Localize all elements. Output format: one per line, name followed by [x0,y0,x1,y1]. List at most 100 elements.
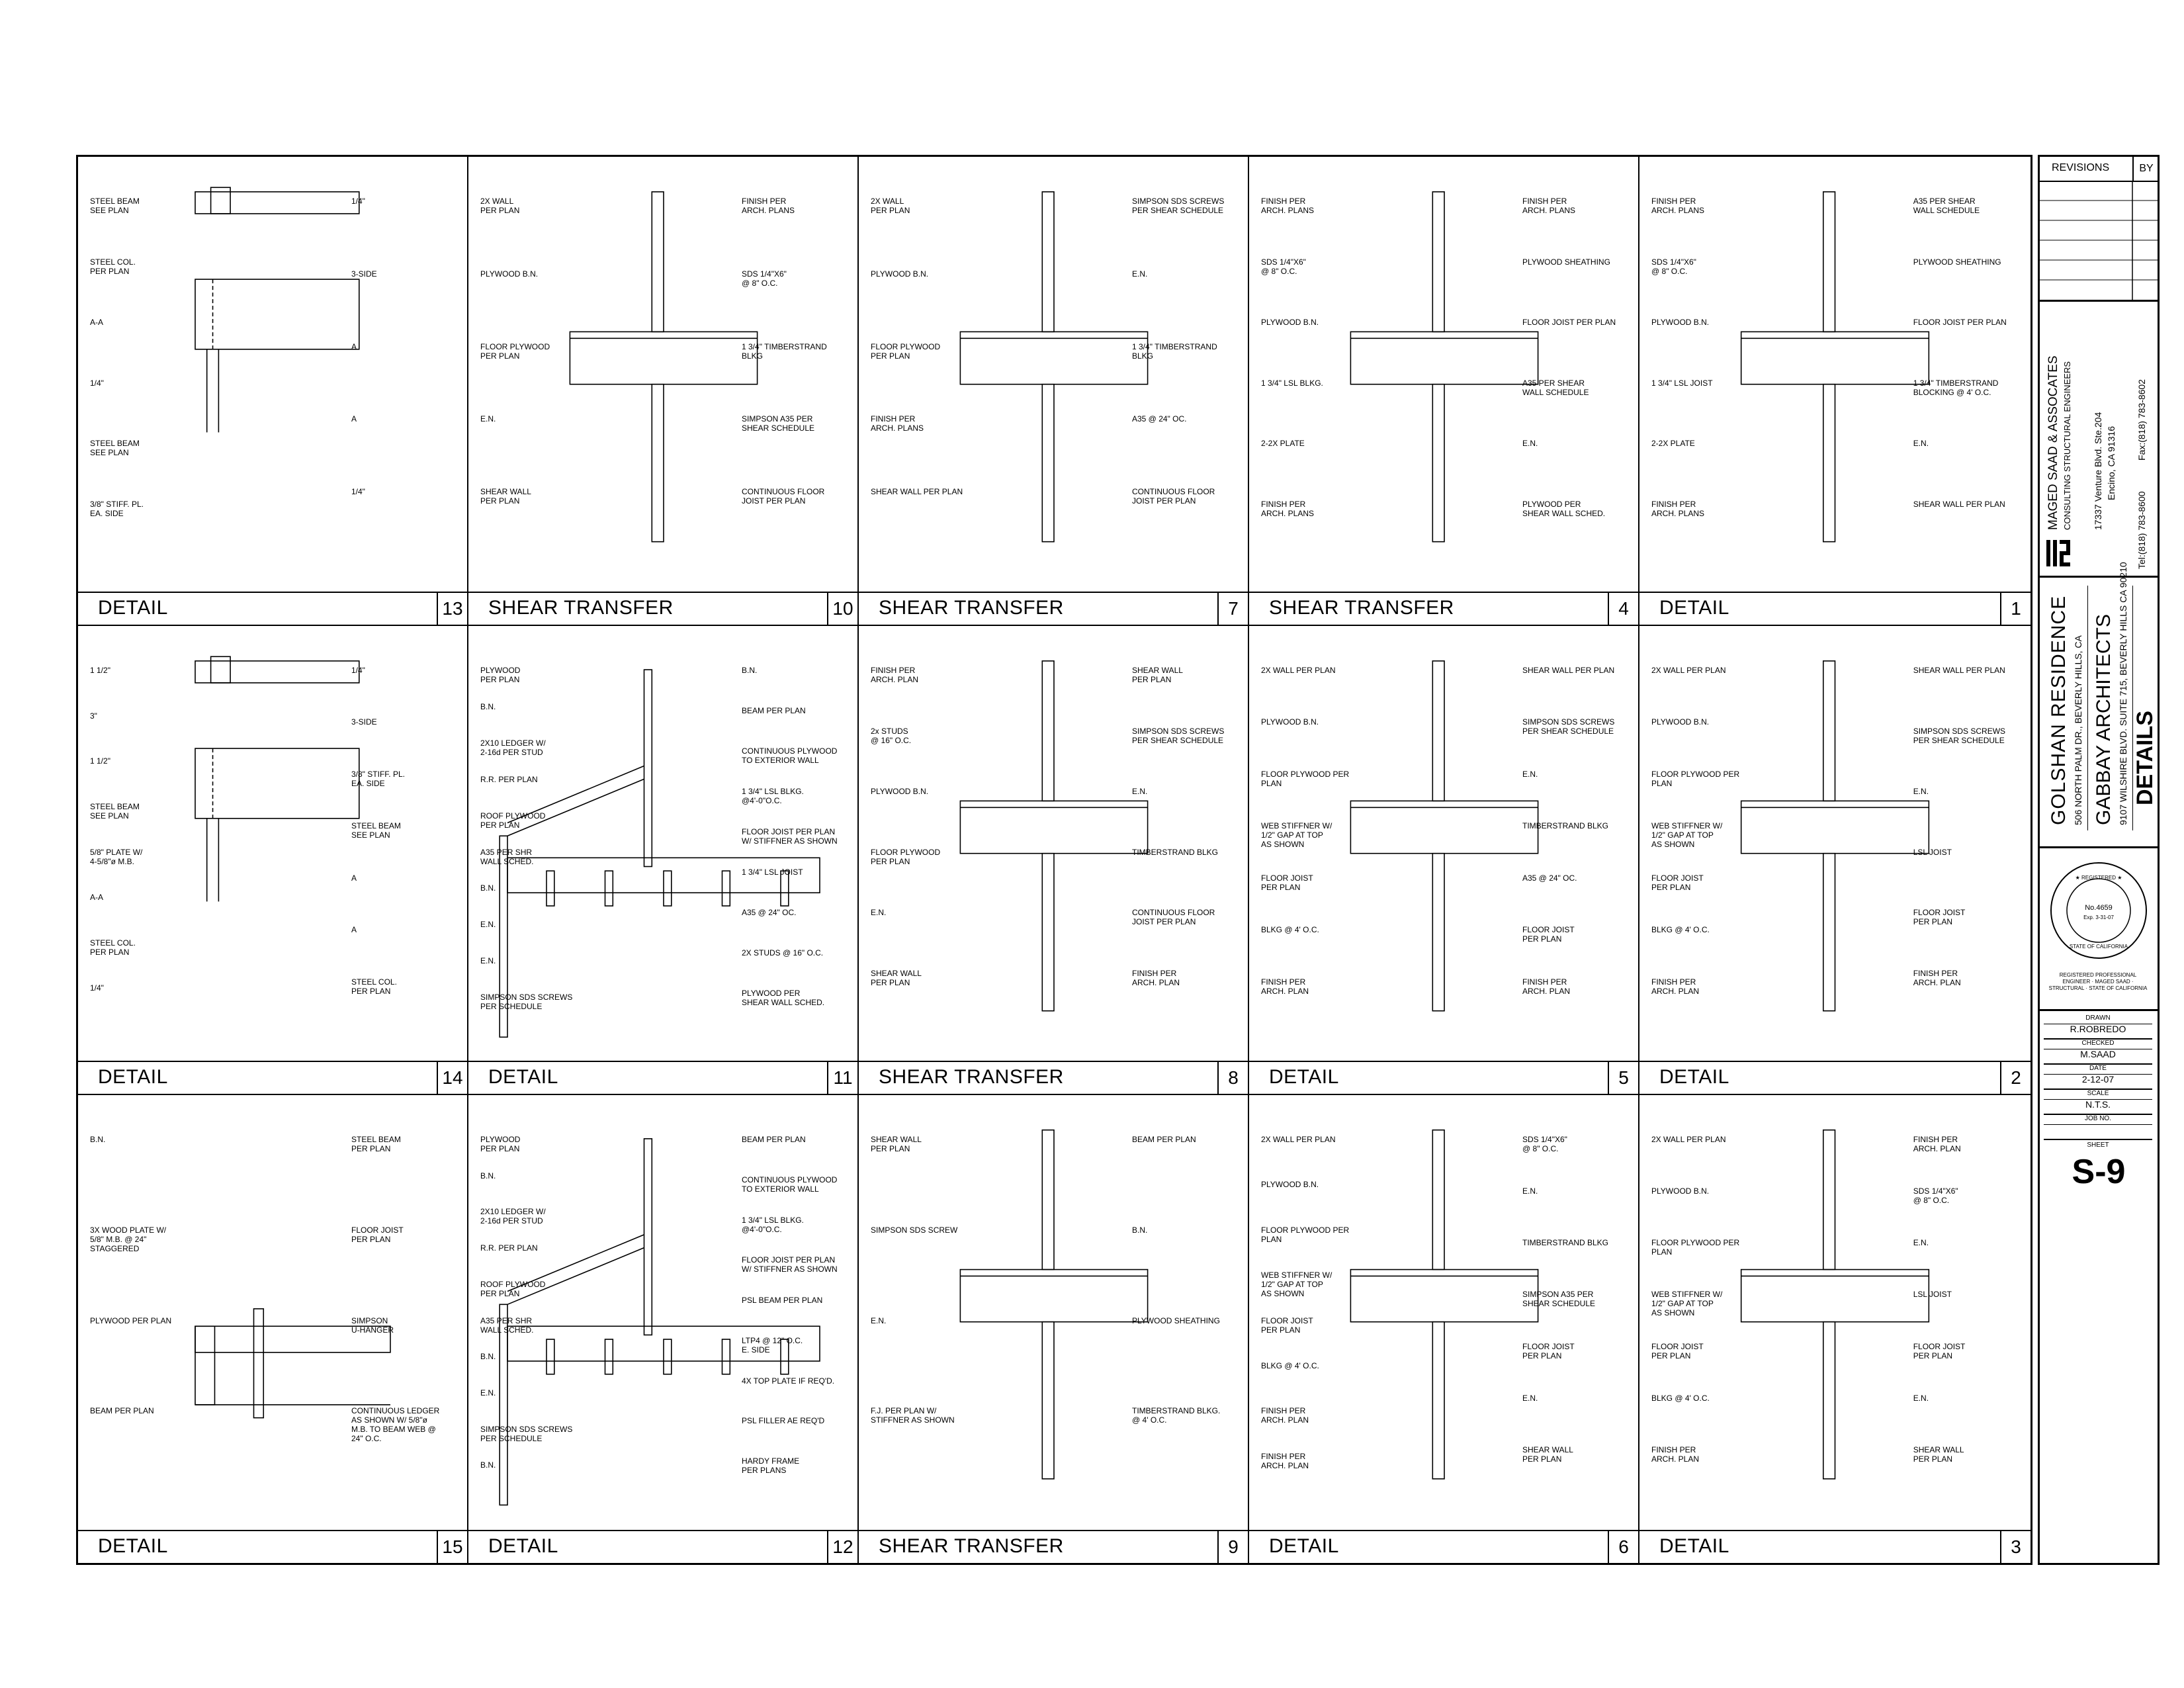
detail-note: E.N. [1522,769,1538,779]
detail-note: 3-SIDE [351,269,377,279]
sheet-number: S-9 [2072,1153,2126,1191]
detail-note: SDS 1/4"X6" @ 8" O.C. [742,269,787,288]
detail-note: E.N. [1132,787,1148,796]
detail-note: PLYWOOD B.N. [1261,318,1319,327]
detail-number: 2 [2000,1062,2031,1094]
firm-logo [2046,540,2070,566]
detail-note: PLYWOOD B.N. [480,269,539,279]
detail-note: 3" [90,711,97,721]
detail-note: 2-2X PLATE [1651,439,1695,448]
detail-note: TIMBERSTRAND BLKG [1132,847,1219,857]
detail-title-bar: DETAIL 15 [78,1530,467,1563]
title-block: REVISIONS BY MAGED SAAD & ASSOCATES CONS… [2038,155,2160,1565]
firm-address-2: Encino, CA 91316 [2106,425,2117,500]
engineer-box: MAGED SAAD & ASSOCATES CONSULTING STRUCT… [2040,300,2158,578]
detail-note: FINISH PER ARCH. PLAN [1261,1451,1309,1470]
detail-note: CONTINUOUS FLOOR JOIST PER PLAN [1132,908,1215,926]
detail-note: PLYWOOD B.N. [871,269,929,279]
detail-note: E.N. [871,1315,887,1325]
scale-value: N.T.S. [2044,1099,2152,1115]
detail-note: SDS 1/4"X6" @ 8" O.C. [1913,1186,1958,1206]
detail-number: 6 [1608,1531,1638,1563]
detail-note: SHEAR WALL PER PLAN [480,487,531,506]
detail-note: PLYWOOD B.N. [1651,318,1710,327]
detail-drawing [1740,191,1930,543]
detail-note: FLOOR JOIST PER PLAN [1522,318,1616,327]
by-label: BY [2132,157,2159,181]
detail-note: STEEL BEAM PER PLAN [351,1135,401,1153]
detail-number: 3 [2000,1531,2031,1563]
detail-note: 2X WALL PER PLAN [1651,1135,1726,1144]
detail-note: LSL JOIST [1913,1290,1952,1300]
detail-number: 9 [1217,1531,1248,1563]
detail-title: DETAIL [98,1535,168,1557]
detail-note: FLOOR JOIST PER PLAN [1261,1315,1313,1335]
detail-note: FINISH PER ARCH. PLANS [1261,499,1315,518]
detail-number: 14 [437,1062,467,1094]
detail-drawing [959,660,1149,1012]
detail-drawing [195,656,360,902]
detail-title: SHEAR TRANSFER [488,597,674,619]
detail-note: 2X WALL PER PLAN [871,197,910,215]
detail-note: FINISH PER ARCH. PLANS [1651,499,1705,518]
detail-drawing [499,669,820,1038]
detail-note: PLYWOOD B.N. [1651,1186,1710,1196]
sheet-title: DETAILS [2132,711,2158,805]
detail-note: FINISH PER ARCH. PLAN [1132,968,1180,987]
detail-note: FLOOR JOIST PER PLAN [351,1225,404,1244]
detail-note: FLOOR JOIST PER PLAN [1522,1341,1575,1360]
detail-drawing [499,1138,820,1506]
svg-text:★ REGISTERED ★: ★ REGISTERED ★ [2075,875,2122,881]
detail-note: 1 3/4" TIMBERSTRAND BLOCKING @ 4' O.C. [1913,378,1999,397]
detail-note: FLOOR JOIST PER PLAN W/ STIFFNER AS SHOW… [742,1255,838,1274]
detail-note: 3/8" STIFF. PL. EA. SIDE [351,769,405,788]
detail-note: 1 3/4" LSL JOIST [742,867,803,877]
detail-number: 15 [437,1531,467,1563]
detail-note: FINISH PER ARCH. PLANS [871,414,924,433]
revisions-grid [2040,181,2158,300]
firm-name: MAGED SAAD & ASSOCATES [2046,355,2060,530]
firm-subtitle: CONSULTING STRUCTURAL ENGINEERS [2062,361,2072,530]
detail-number: 10 [827,593,857,625]
detail-note: B.N. [480,1460,496,1470]
sheet-label: SHEET [2087,1141,2109,1149]
firm-fax: Fax:(818) 783-8602 [2136,379,2147,461]
detail-note: STEEL BEAM SEE PLAN [90,197,140,215]
checked-value: M.SAAD [2044,1049,2152,1065]
detail-note: FINISH PER ARCH. PLANS [1522,197,1576,215]
detail-note: TIMBERSTRAND BLKG [1522,821,1609,831]
detail-note: FLOOR PLYWOOD PER PLAN [480,341,550,361]
detail-note: SIMPSON SDS SCREWS PER SCHEDULE [480,993,573,1012]
detail-note: 3X WOOD PLATE W/ 5/8" M.B. @ 24" STAGGER… [90,1225,167,1253]
detail-note: A35 PER SHEAR WALL SCHEDULE [1522,378,1589,397]
detail-note: PSL FILLER AE REQ'D [742,1416,825,1426]
detail-note: FINISH PER ARCH. PLAN [1261,1406,1309,1425]
detail-note: PLYWOOD B.N. [1261,717,1319,727]
detail-note: E.N. [1522,1186,1538,1196]
detail-note: E.N. [480,920,496,930]
detail-drawing [1350,660,1539,1012]
detail-note: 1 3/4" LSL JOIST [1651,378,1713,388]
detail-note: E.N. [1913,787,1929,796]
detail-note: SIMPSON SDS SCREWS PER SHEAR SCHEDULE [1132,197,1225,215]
detail-number: 11 [827,1062,857,1094]
detail-note: STEEL COL. PER PLAN [351,977,397,996]
detail-note: E.N. [480,956,496,966]
detail-note: BEAM PER PLAN [90,1406,154,1416]
detail-note: A35 PER SHR WALL SCHED. [480,1315,534,1335]
detail-note: FLOOR PLYWOOD PER PLAN [871,341,941,361]
detail-note: FLOOR JOIST PER PLAN [1261,873,1313,892]
detail-title: SHEAR TRANSFER [879,1066,1064,1088]
project-box: GOLSHAN RESIDENCE 506 NORTH PALM DR., BE… [2040,562,2158,848]
detail-note: SIMPSON SDS SCREWS PER SHEAR SCHEDULE [1522,717,1615,736]
detail-note: SIMPSON SDS SCREWS PER SHEAR SCHEDULE [1913,726,2006,745]
detail-note: FLOOR JOIST PER PLAN [1651,1341,1704,1360]
